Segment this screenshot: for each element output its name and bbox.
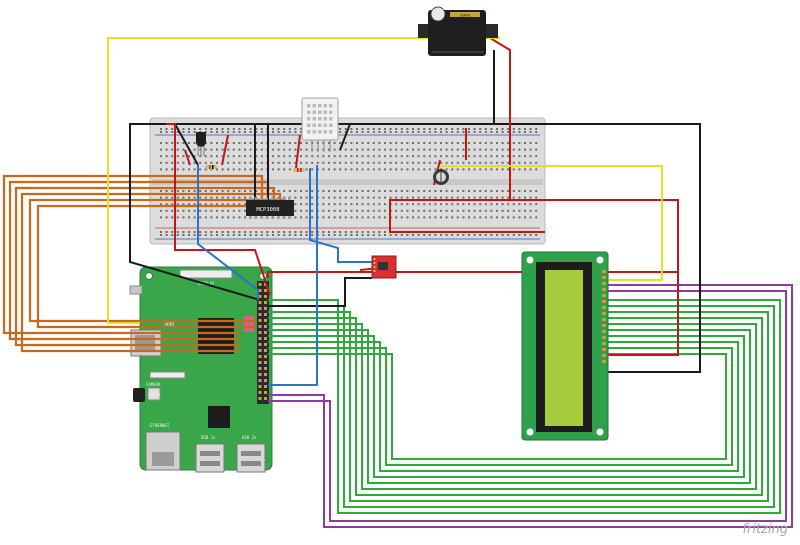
level-converter — [371, 255, 397, 279]
wires-red — [166, 37, 679, 356]
lcd-module — [521, 251, 609, 441]
adc-chip: MCP3008 — [246, 197, 294, 219]
wires-green — [268, 299, 781, 514]
potentiometer — [433, 169, 449, 185]
dht-sensor — [301, 97, 339, 152]
wires-orange-inner — [28, 198, 286, 329]
adc-label: MCP3008 — [256, 207, 279, 213]
transistor — [196, 132, 206, 156]
raspberry-pi: DISPLAY HDMI CAMERA AUDIO ETHERNET USB 2… — [129, 266, 273, 473]
ethernet-label: ETHERNET — [150, 423, 170, 428]
usb1-label: USB 2x — [201, 435, 216, 440]
camera-label: CAMERA — [146, 382, 161, 387]
fritzing-logo: fritzing — [742, 522, 788, 537]
hdmi-label: HDMI — [165, 322, 175, 327]
servo-label: SERVO — [460, 14, 471, 18]
audio-label: AUDIO — [148, 392, 161, 397]
gpio-header — [258, 283, 267, 400]
wires-blue — [197, 165, 372, 386]
servo-motor: SERVO — [418, 6, 498, 56]
usb2-label: USB 2x — [242, 435, 257, 440]
wires-purple — [268, 284, 793, 528]
wires-black — [129, 50, 701, 373]
resistors — [205, 165, 305, 172]
